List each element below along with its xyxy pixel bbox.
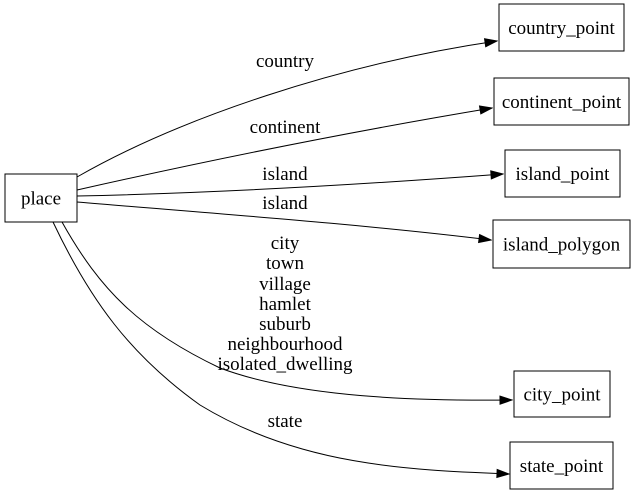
edge-label-line-isolated-dwelling: isolated_dwelling bbox=[217, 354, 353, 375]
edge-label-line-hamlet: hamlet bbox=[259, 294, 311, 315]
edge-label-island-polygon: island bbox=[262, 193, 308, 214]
node-label-city-point: city_point bbox=[523, 385, 601, 406]
node-box-place bbox=[4, 173, 78, 223]
node-box-island-polygon bbox=[492, 219, 631, 269]
edge-label-city-point-multiline: city town village hamlet suburb neighbou… bbox=[217, 233, 353, 375]
edge-place-country-point bbox=[76, 41, 497, 178]
edge-label-island-point: island bbox=[262, 164, 308, 185]
edge-label-line-town: town bbox=[266, 253, 305, 274]
node-box-continent-point bbox=[493, 77, 630, 126]
node-continent-point: continent_point bbox=[493, 77, 630, 126]
node-label-state-point: state_point bbox=[520, 456, 604, 477]
node-country-point: country_point bbox=[498, 3, 625, 52]
edge-place-island-polygon bbox=[76, 201, 491, 240]
edge-label-line-village: village bbox=[259, 274, 311, 295]
edge-place-state-point bbox=[52, 221, 509, 474]
node-island-polygon: island_polygon bbox=[492, 219, 631, 269]
node-label-continent-point: continent_point bbox=[502, 92, 622, 113]
edge-place-city-point bbox=[61, 221, 512, 400]
edge-place-island-point bbox=[76, 174, 503, 197]
node-state-point: state_point bbox=[509, 441, 614, 490]
node-label-island-point: island_point bbox=[516, 164, 611, 185]
node-box-island-point bbox=[504, 149, 621, 198]
edge-label-state: state bbox=[268, 411, 303, 432]
node-label-place: place bbox=[21, 189, 61, 210]
edge-label-line-suburb: suburb bbox=[259, 314, 311, 335]
node-label-island-polygon: island_polygon bbox=[503, 235, 621, 256]
node-island-point: island_point bbox=[504, 149, 621, 198]
node-place: place bbox=[4, 173, 78, 223]
edge-label-country: country bbox=[256, 51, 315, 72]
node-label-country-point: country_point bbox=[508, 18, 615, 39]
edge-label-continent: continent bbox=[250, 117, 321, 138]
node-city-point: city_point bbox=[513, 370, 611, 418]
node-box-state-point bbox=[509, 441, 614, 490]
node-box-country-point bbox=[498, 3, 625, 52]
node-box-city-point bbox=[513, 370, 611, 418]
edge-label-line-neighbourhood: neighbourhood bbox=[227, 334, 343, 355]
edge-place-continent-point bbox=[76, 108, 492, 191]
edge-label-line-city: city bbox=[271, 233, 300, 254]
